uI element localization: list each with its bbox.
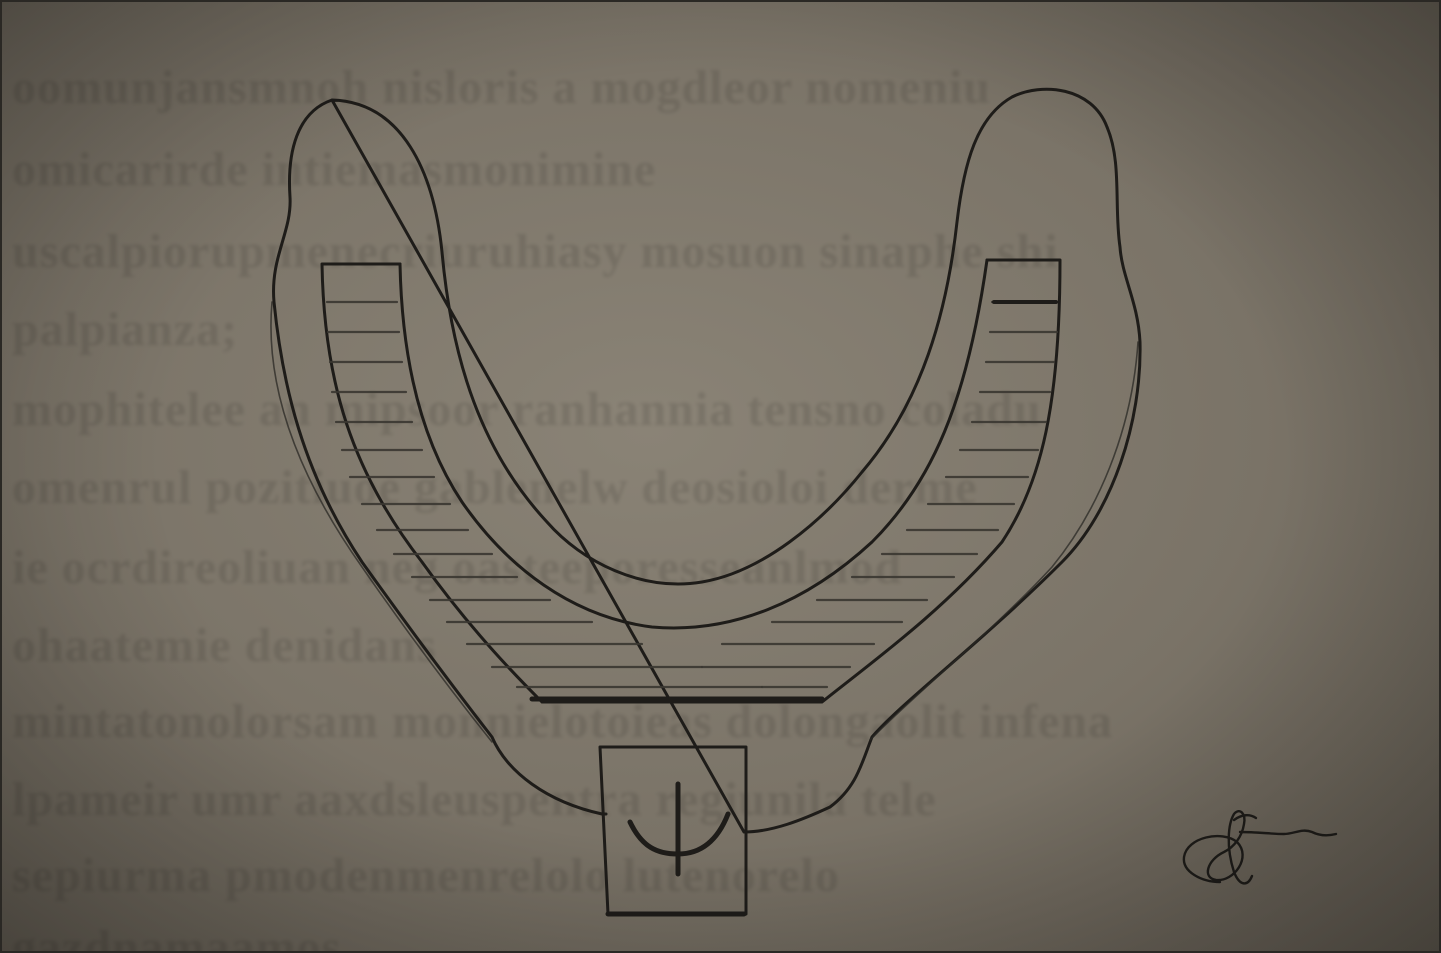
tray-outer-contour (271, 302, 1138, 742)
hatching-left (327, 302, 762, 687)
hatching-right (702, 302, 1057, 687)
tray-outer-outline (274, 89, 1141, 832)
trident-symbol (630, 784, 728, 874)
tray-handle (600, 747, 746, 914)
tray-inner-outline (400, 260, 987, 628)
tray-band-outline (322, 260, 1060, 702)
signature (1184, 811, 1336, 883)
